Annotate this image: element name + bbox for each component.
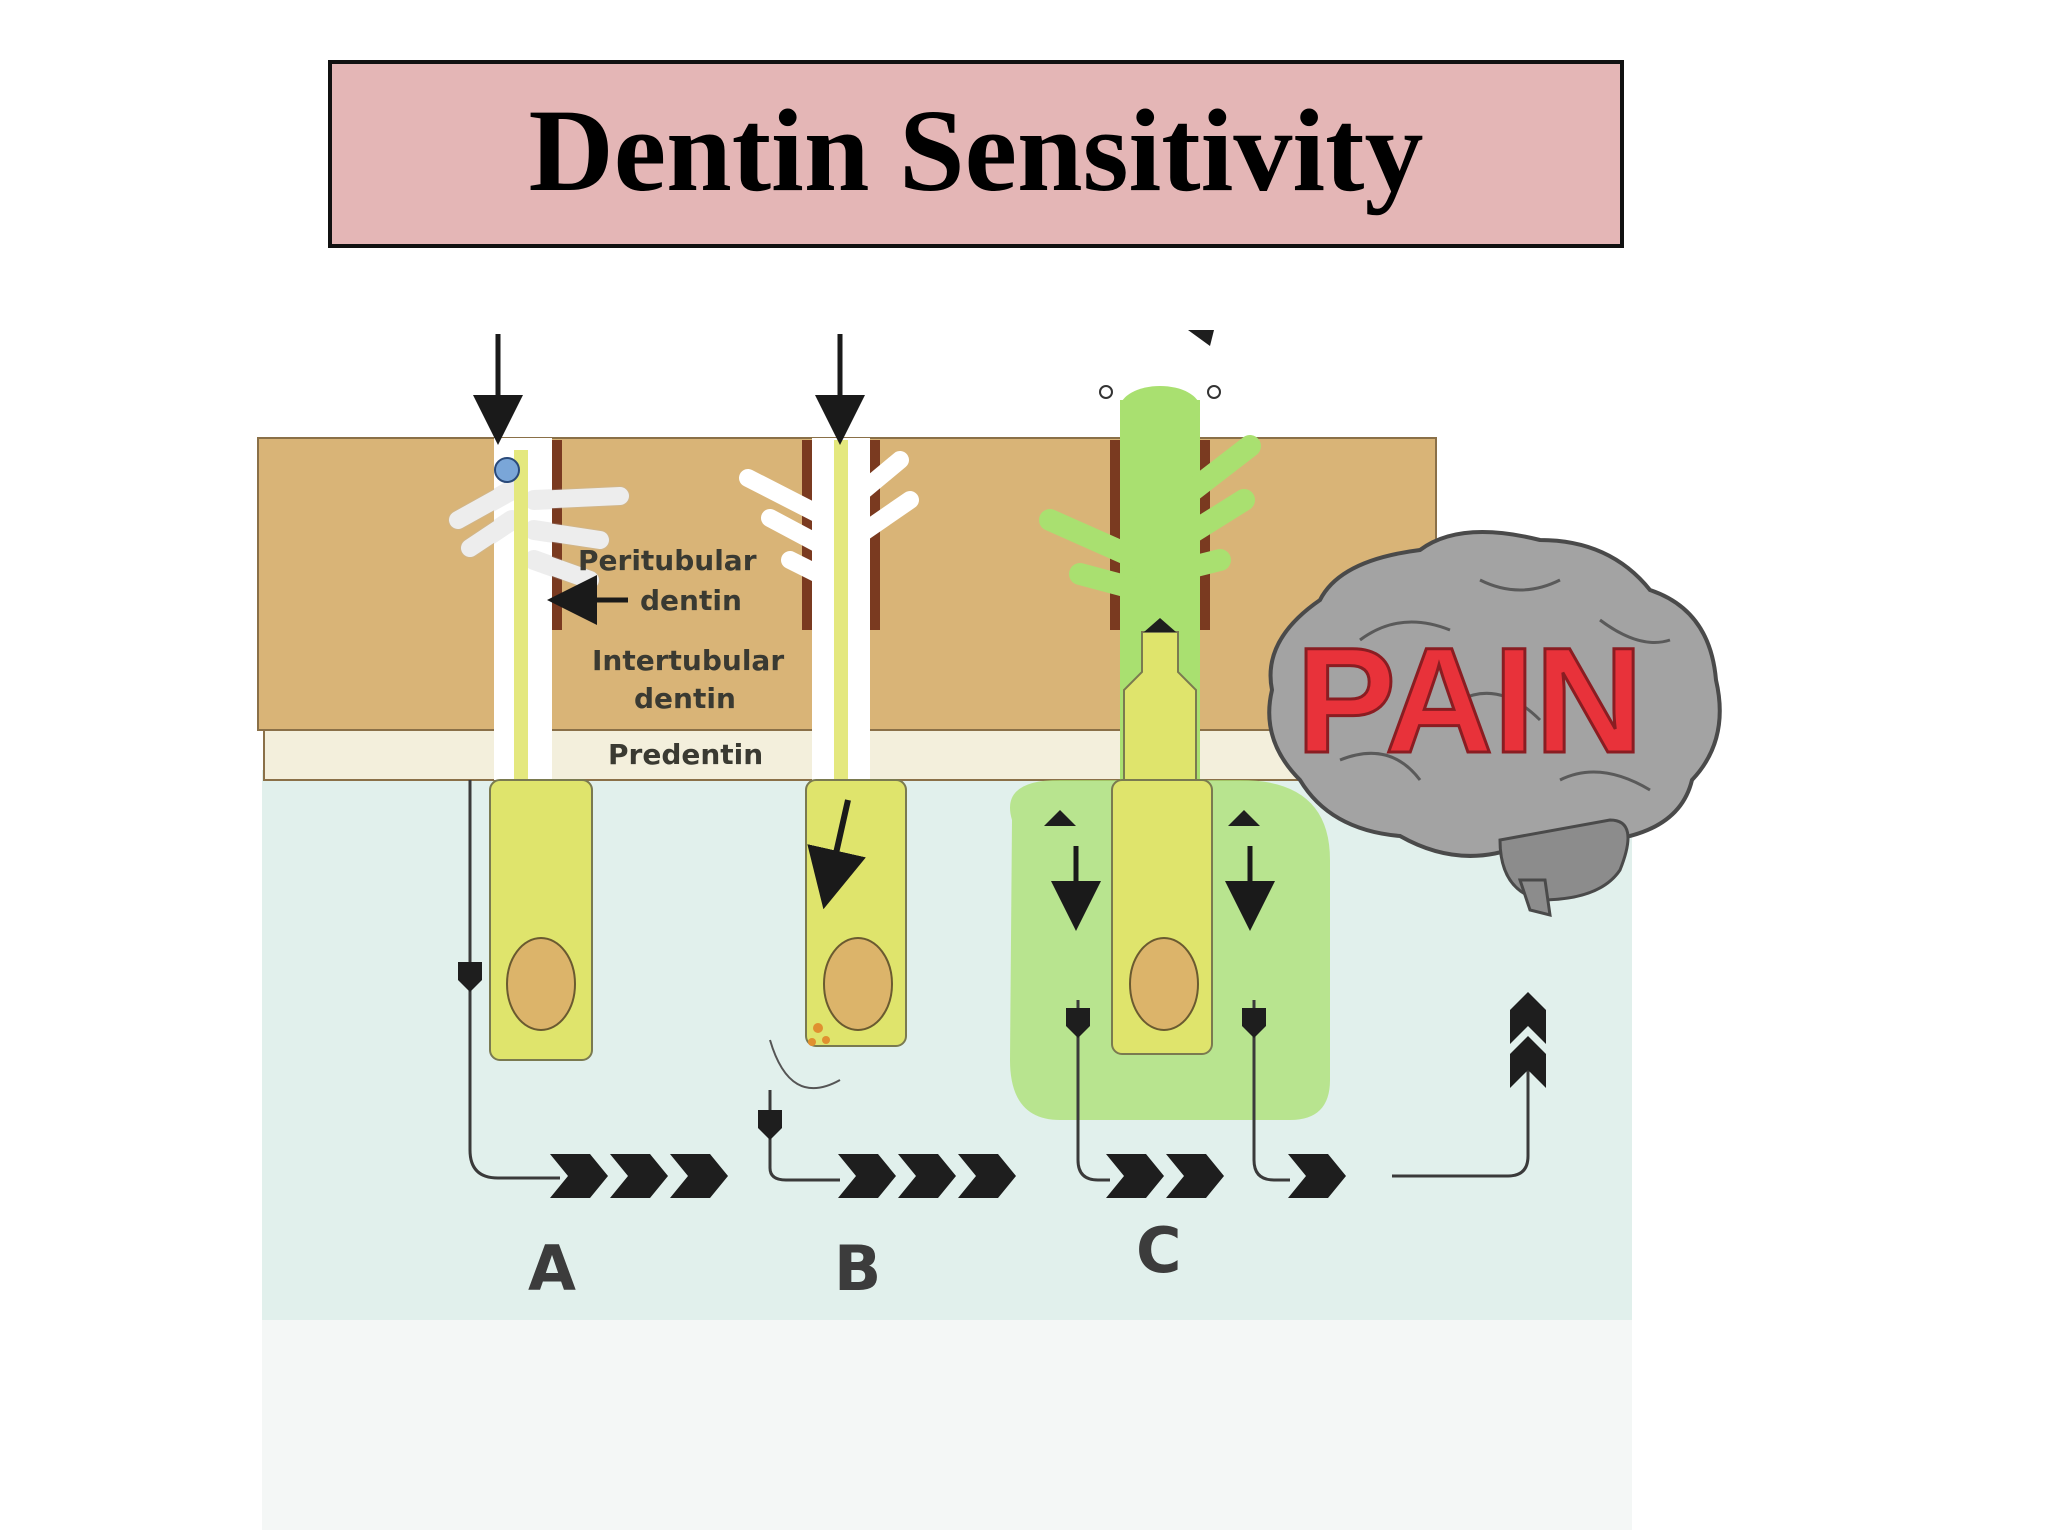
label-peritubular-line1: Peritubular: [578, 544, 757, 577]
pulp-background: [262, 770, 1632, 1330]
panel-label-c: C: [1136, 1214, 1182, 1287]
label-predentin: Predentin: [608, 738, 763, 771]
label-peritubular-line2: dentin: [640, 584, 742, 617]
pulp-background-lower: [262, 1320, 1632, 1530]
panel-a-signal-chevrons: [550, 1154, 728, 1198]
panel-b-signal-chevrons: [838, 1154, 1016, 1198]
label-intertubular-line2: dentin: [634, 682, 736, 715]
panel-label-a: A: [528, 1232, 576, 1305]
pain-label: PAIN: [1296, 616, 1643, 784]
label-intertubular-line1: Intertubular: [592, 644, 784, 677]
panel-label-b: B: [834, 1232, 881, 1305]
